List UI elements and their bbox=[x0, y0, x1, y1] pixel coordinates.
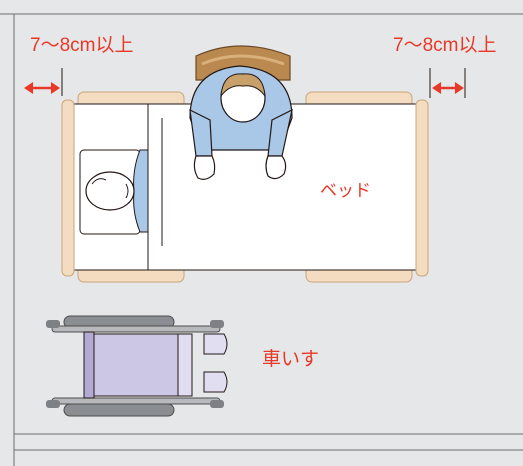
wheelchair-backrest bbox=[83, 331, 95, 399]
wheelchair-footrest-bottom bbox=[203, 371, 228, 393]
footboard bbox=[415, 99, 429, 277]
wheelchair-caster-bottom bbox=[210, 400, 224, 408]
caregiver bbox=[189, 65, 293, 180]
headboard bbox=[61, 99, 75, 277]
wheelchair-label: 車いす bbox=[262, 349, 320, 370]
left-clearance-label: 7〜8cm以上 bbox=[30, 35, 134, 56]
wheelchair-armrest bbox=[177, 333, 193, 397]
wheelchair-handle-bottom bbox=[46, 400, 60, 408]
wheelchair-caster-top bbox=[210, 320, 224, 328]
right-clearance-label: 7〜8cm以上 bbox=[393, 35, 497, 56]
right-clearance-arrow-icon bbox=[432, 82, 464, 94]
caregiver-left-hand bbox=[193, 155, 216, 180]
bed-label: ベッド bbox=[320, 181, 371, 200]
caregiver-hair bbox=[220, 73, 266, 98]
wheelchair bbox=[46, 315, 228, 417]
caregiver-right-hand bbox=[265, 155, 287, 180]
wheelchair-frame-bottom bbox=[51, 397, 221, 405]
wheelchair-seat bbox=[83, 333, 193, 397]
wheelchair-tire-bottom bbox=[63, 403, 175, 417]
wheelchair-handle-top bbox=[46, 320, 60, 328]
patient-shoulders bbox=[133, 149, 149, 233]
wheelchair-frame-top bbox=[51, 325, 221, 333]
patient bbox=[79, 149, 149, 235]
patient-head bbox=[85, 171, 135, 211]
left-clearance-arrow-icon bbox=[24, 82, 60, 94]
wheelchair-footrest-top bbox=[203, 333, 228, 355]
